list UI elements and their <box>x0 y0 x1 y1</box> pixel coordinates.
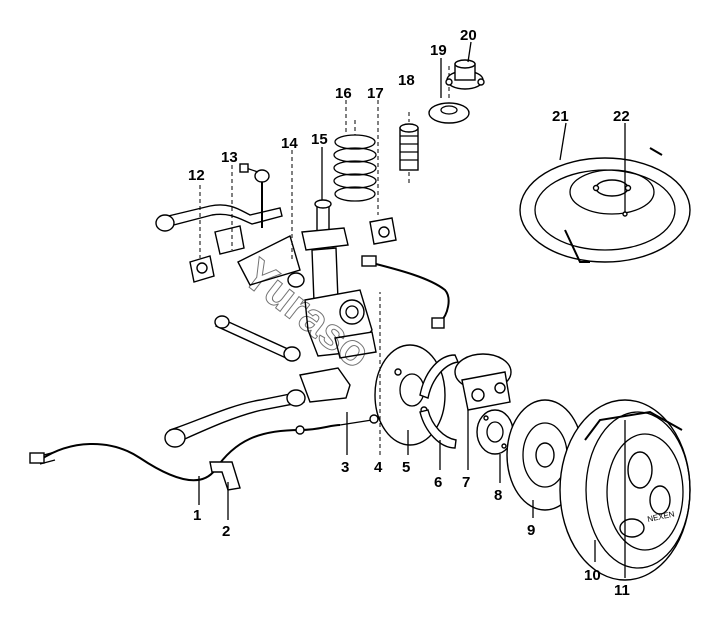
callout-15: 15 <box>311 131 328 148</box>
callout-labels: 1 2 3 4 5 6 7 8 9 10 11 12 13 14 15 16 1… <box>188 27 630 599</box>
callout-1: 1 <box>193 507 201 524</box>
leader-lines <box>198 41 628 578</box>
stabilizer-link <box>239 163 270 228</box>
brake-hose <box>361 217 450 329</box>
stabilizer-bar <box>155 204 283 283</box>
callout-14: 14 <box>281 135 298 152</box>
brake-shoes <box>419 354 459 449</box>
callout-6: 6 <box>434 474 442 491</box>
trailing-arm-lower <box>164 367 351 448</box>
spring-seat <box>428 66 470 124</box>
callout-19: 19 <box>430 42 447 59</box>
dust-boot <box>399 112 419 185</box>
callout-8: 8 <box>494 487 502 504</box>
callout-16: 16 <box>335 85 352 102</box>
callout-2: 2 <box>222 523 230 540</box>
strut-assembly <box>301 199 349 303</box>
callout-11: 11 <box>614 582 630 599</box>
callout-17: 17 <box>367 85 384 102</box>
callout-20: 20 <box>460 27 477 44</box>
upper-control-arm <box>237 234 305 288</box>
callout-10: 10 <box>584 567 601 584</box>
lateral-rod <box>214 315 301 362</box>
strut-mount <box>445 59 485 90</box>
steering-knuckle <box>304 289 377 359</box>
callout-22: 22 <box>613 108 630 125</box>
callout-3: 3 <box>341 459 349 476</box>
spare-tire <box>519 147 691 263</box>
callout-5: 5 <box>402 459 410 476</box>
cable-bracket <box>209 461 241 491</box>
callout-18: 18 <box>398 72 415 89</box>
callout-12: 12 <box>188 167 205 184</box>
callout-13: 13 <box>221 149 238 166</box>
coil-spring <box>333 120 377 202</box>
callout-21: 21 <box>552 108 569 125</box>
callout-9: 9 <box>527 522 535 539</box>
wheel-cylinder <box>454 353 512 411</box>
callout-4: 4 <box>374 459 383 476</box>
callout-7: 7 <box>462 474 470 491</box>
